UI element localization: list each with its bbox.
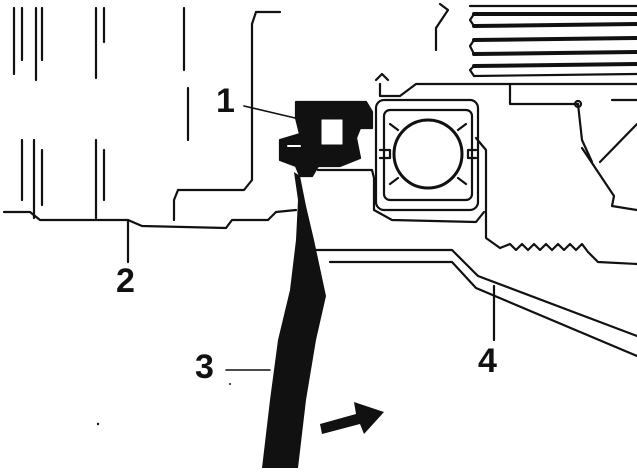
callout-label-1: 1 <box>216 82 235 120</box>
seal-part-1 <box>278 100 374 178</box>
bearing <box>374 98 480 212</box>
hub-assembly <box>374 2 637 212</box>
scan-specks <box>96 383 231 426</box>
pry-bar-tool-part-3 <box>262 172 326 468</box>
callout-label-4: 4 <box>478 342 497 380</box>
callout-label-2: 2 <box>116 262 135 300</box>
callout-label-3: 3 <box>195 348 214 386</box>
leader-lines <box>127 105 495 371</box>
casing-part-2 <box>2 6 298 264</box>
motion-arrow-icon <box>320 402 384 434</box>
carrier-part-4 <box>308 136 637 358</box>
